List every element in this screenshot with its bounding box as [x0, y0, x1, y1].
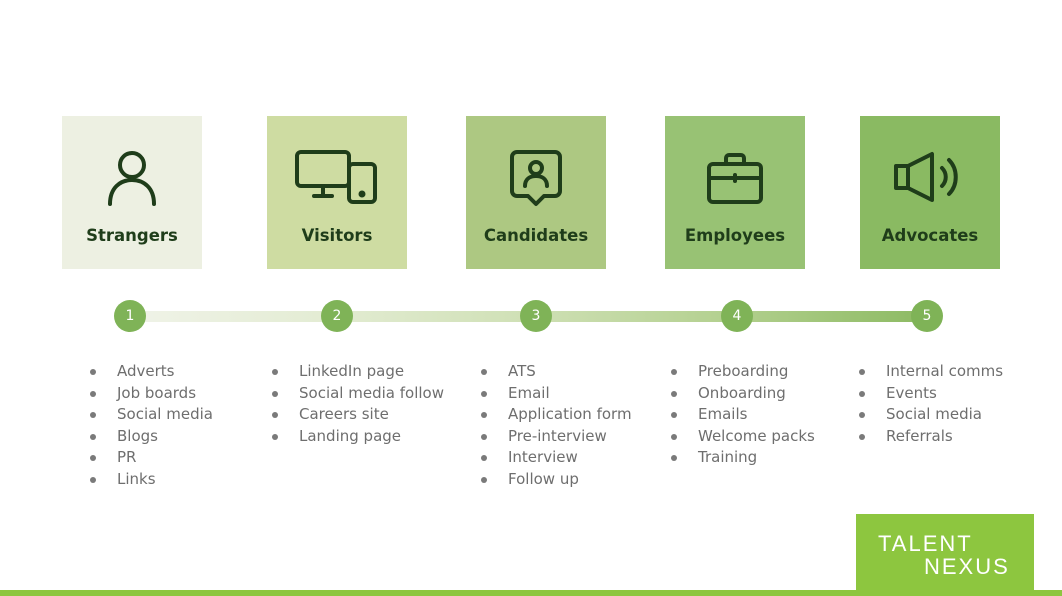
list-item: Email: [480, 383, 632, 405]
list-item: Job boards: [89, 383, 213, 405]
step-marker: 1: [114, 300, 146, 332]
stage-label: Strangers: [86, 226, 178, 245]
devices-icon: [267, 146, 407, 210]
talent-nexus-logo: TALENT NEXUS: [856, 514, 1034, 596]
logo-line-1: TALENT: [878, 531, 973, 556]
channel-list-visitors: LinkedIn page Social media follow Career…: [271, 361, 444, 447]
list-item: Emails: [670, 404, 815, 426]
list-item: Blogs: [89, 426, 213, 448]
list-item: Events: [858, 383, 1003, 405]
list-item: Interview: [480, 447, 632, 469]
footer-bar: [0, 590, 1062, 596]
list-item: Welcome packs: [670, 426, 815, 448]
logo-line-2: NEXUS: [924, 554, 1010, 579]
list-item: LinkedIn page: [271, 361, 444, 383]
stage-card-strangers: Strangers: [62, 116, 202, 269]
stage-card-candidates: Candidates: [466, 116, 606, 269]
list-item: Adverts: [89, 361, 213, 383]
stage-label: Employees: [684, 226, 786, 245]
stage-card-employees: Employees: [665, 116, 805, 269]
list-item: Social media: [89, 404, 213, 426]
channel-list-advocates: Internal comms Events Social media Refer…: [858, 361, 1003, 447]
list-item: Landing page: [271, 426, 444, 448]
list-item: ATS: [480, 361, 632, 383]
step-marker: 3: [520, 300, 552, 332]
list-item: Social media: [858, 404, 1003, 426]
channel-list-strangers: Adverts Job boards Social media Blogs PR…: [89, 361, 213, 490]
briefcase-icon: [665, 146, 805, 210]
megaphone-icon: [860, 146, 1000, 210]
stage-card-advocates: Advocates: [860, 116, 1000, 269]
list-item: PR: [89, 447, 213, 469]
step-marker: 5: [911, 300, 943, 332]
list-item: Application form: [480, 404, 632, 426]
stage-label: Candidates: [483, 226, 589, 245]
step-marker: 4: [721, 300, 753, 332]
list-item: Onboarding: [670, 383, 815, 405]
list-item: Training: [670, 447, 815, 469]
list-item: Links: [89, 469, 213, 491]
list-item: Social media follow: [271, 383, 444, 405]
step-marker: 2: [321, 300, 353, 332]
list-item: Follow up: [480, 469, 632, 491]
candidate-profile-icon: [466, 146, 606, 210]
person-icon: [62, 146, 202, 210]
list-item: Preboarding: [670, 361, 815, 383]
stage-card-visitors: Visitors: [267, 116, 407, 269]
stage-label: Visitors: [301, 226, 373, 245]
list-item: Referrals: [858, 426, 1003, 448]
list-item: Internal comms: [858, 361, 1003, 383]
channel-list-employees: Preboarding Onboarding Emails Welcome pa…: [670, 361, 815, 469]
list-item: Pre-interview: [480, 426, 632, 448]
channel-list-candidates: ATS Email Application form Pre-interview…: [480, 361, 632, 490]
stage-label: Advocates: [881, 226, 979, 245]
list-item: Careers site: [271, 404, 444, 426]
